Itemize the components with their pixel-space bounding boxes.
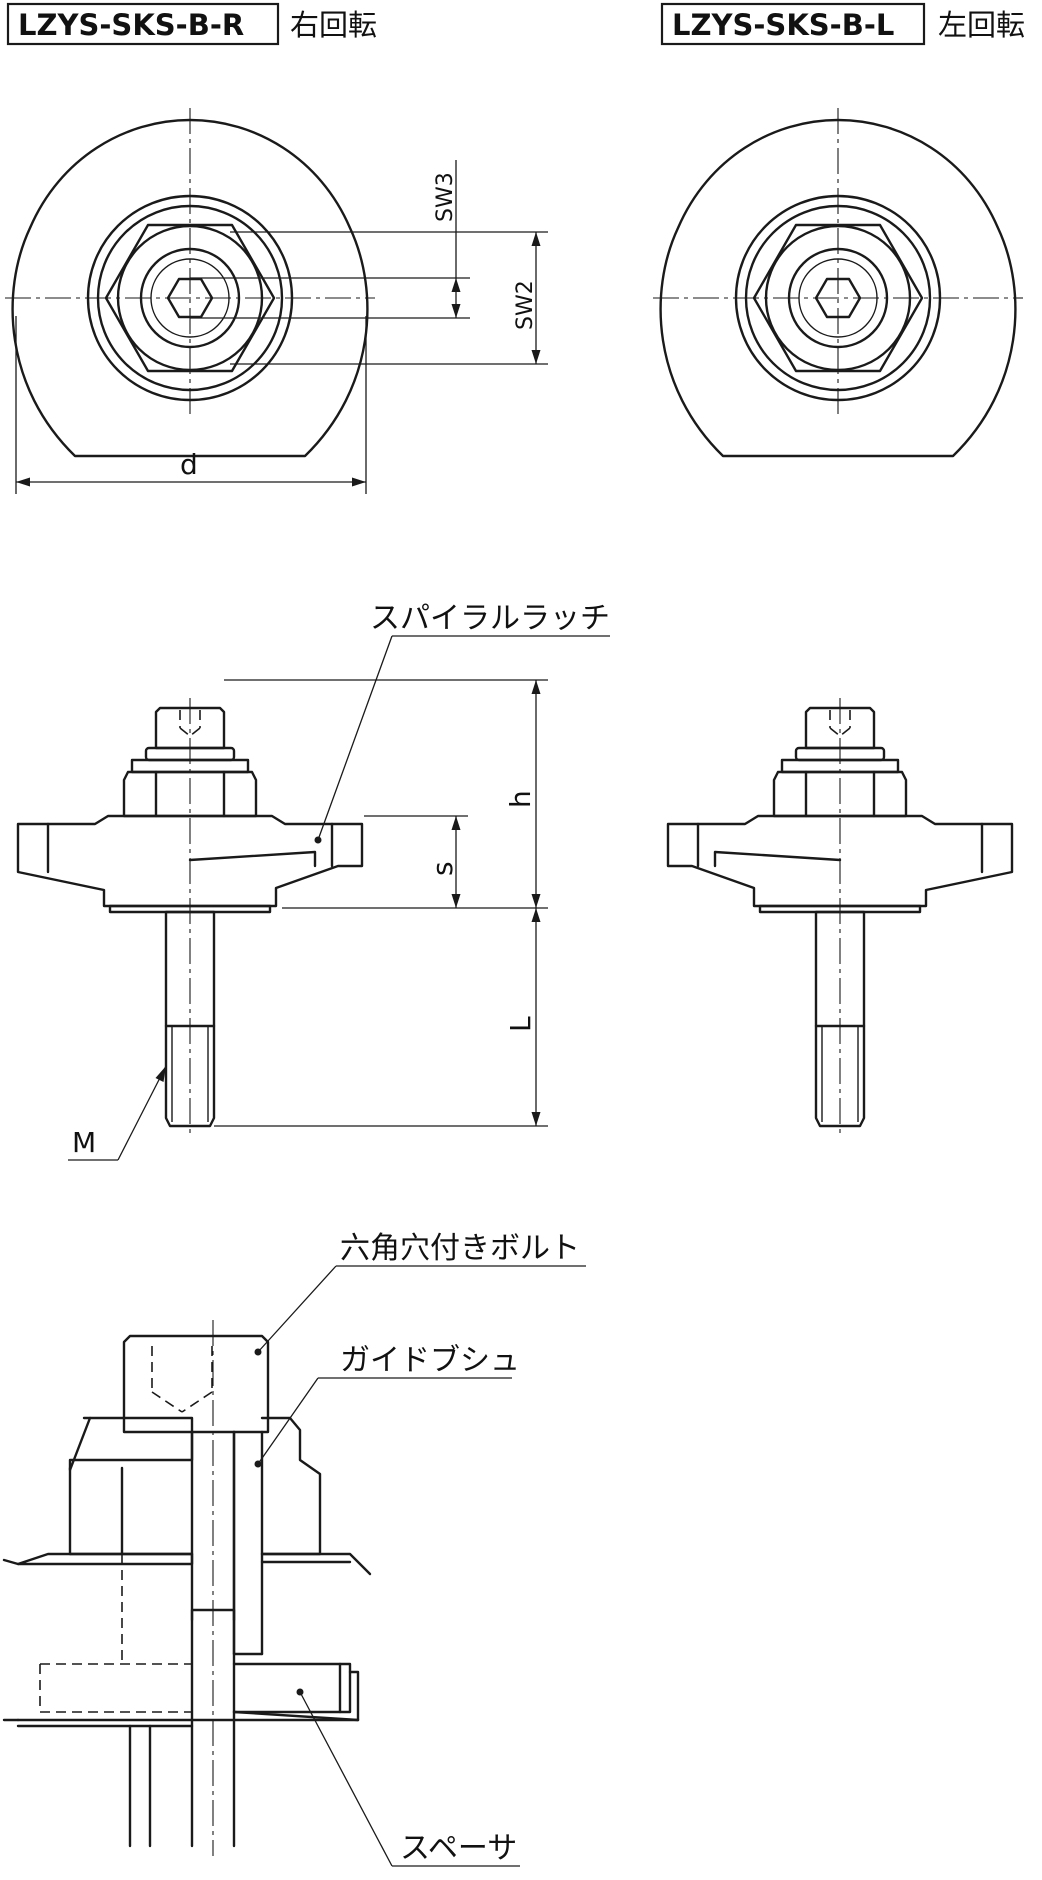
hex-socket-bolt-callout: 六角穴付きボルト (257, 1231, 586, 1353)
rotation-label-r: 右回転 (290, 8, 377, 42)
guide-bush-label: ガイドブシュ (340, 1343, 520, 1378)
model-label-l: LZYS-SKS-B-L (672, 8, 894, 42)
hex-socket-bolt-label: 六角穴付きボルト (340, 1231, 580, 1266)
spacer-label: スペーサ (400, 1831, 517, 1866)
side-view-left (666, 696, 1014, 1140)
spacer-callout: スペーサ (299, 1691, 520, 1867)
guide-bush-callout: ガイドブシュ (257, 1343, 520, 1465)
section-detail (2, 1320, 372, 1856)
left-rotation-header: LZYS-SKS-B-L 左回転 (660, 2, 1025, 46)
m-label: M (72, 1126, 96, 1159)
rotation-label-l: 左回転 (938, 8, 1025, 42)
top-view-right (3, 106, 377, 458)
sw3-dimension: SW3 (190, 160, 470, 319)
l-dimension: L (214, 908, 548, 1127)
s-dimension: s (364, 815, 468, 908)
sw2-label: SW2 (513, 280, 538, 330)
model-label-r: LZYS-SKS-B-R (18, 8, 244, 42)
d-label: d (180, 448, 198, 481)
sw2-dimension: SW2 (230, 231, 548, 365)
top-view-left (651, 106, 1025, 458)
right-rotation-header: LZYS-SKS-B-R 右回転 (6, 2, 377, 46)
h-dimension: h (224, 679, 548, 909)
m-callout: M (68, 1065, 167, 1161)
l-label: L (504, 1016, 537, 1032)
s-label: s (426, 861, 459, 876)
side-view-right (16, 696, 364, 1140)
spiral-latch-callout: スパイラルラッチ (314, 601, 610, 844)
d-dimension: d (15, 316, 367, 494)
sw3-label: SW3 (433, 172, 458, 222)
h-label: h (504, 790, 537, 808)
spiral-latch-label: スパイラルラッチ (370, 601, 610, 636)
